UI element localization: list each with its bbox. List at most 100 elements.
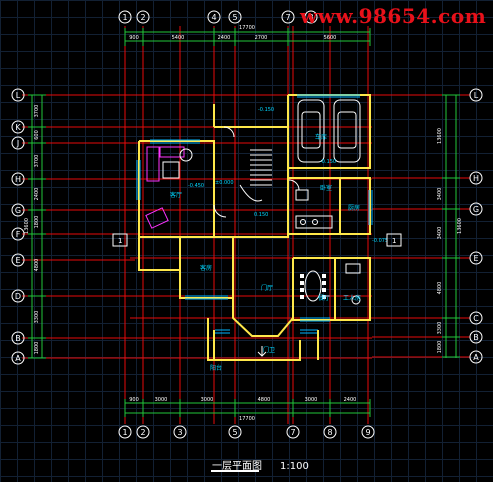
room-label: 阳台 — [210, 364, 222, 372]
dining-table-icon — [304, 270, 322, 302]
wall-living-room — [138, 140, 215, 238]
axis-bubble-right-circle — [469, 311, 483, 325]
axis-bubble-bottom-circle — [228, 425, 242, 439]
chair-icon — [300, 274, 304, 278]
dim-text-right: 1800 — [437, 341, 443, 354]
chair-icon — [300, 281, 304, 285]
axis-bubble-left-label: D — [15, 292, 21, 301]
room-label: 客房 — [200, 264, 212, 272]
axis-bubble-bottom-label: 2 — [140, 428, 145, 437]
coffee-table-icon — [162, 161, 180, 179]
drawing-scale: 1:100 — [280, 461, 309, 472]
chair-icon — [322, 281, 326, 285]
door-swing — [213, 204, 227, 218]
axis-bubble-left-label: B — [15, 334, 21, 343]
dim-text-left: 2400 — [34, 188, 40, 201]
dim-text-bottom: 4800 — [258, 397, 271, 403]
sofa-icon — [159, 146, 185, 158]
axis-bubble-top-circle — [136, 10, 150, 24]
chair-icon — [300, 288, 304, 292]
axis-bubble-bottom-label: 7 — [290, 428, 295, 437]
room-label: 工人房 — [343, 294, 361, 302]
axis-bubble-right-label: L — [474, 91, 479, 100]
dim-text-left-overall: 13600 — [24, 218, 30, 234]
room-label: 客厅 — [170, 191, 182, 199]
dim-text-right: 4800 — [437, 282, 443, 295]
section-marker-box — [112, 233, 128, 247]
axis-bubble-left-circle — [11, 88, 25, 102]
axis-bubble-right-label: A — [473, 353, 479, 362]
axis-bubble-bottom-circle — [361, 425, 375, 439]
axis-bubble-left-label: J — [16, 139, 19, 148]
section-marker: 1 — [118, 237, 122, 245]
dim-text-bottom: 900 — [129, 397, 139, 403]
dim-text-left: 1800 — [34, 342, 40, 355]
axis-bubble-top-label: 7 — [285, 13, 290, 22]
axis-bubble-left-label: K — [15, 123, 21, 132]
axis-bubble-bottom-circle — [173, 425, 187, 439]
room-label: 门卫 — [263, 346, 275, 354]
car-icon — [297, 99, 325, 163]
axis-bubble-bottom-label: 9 — [365, 428, 370, 437]
dim-text-top: 2700 — [255, 35, 268, 41]
axis-bubble-right-label: E — [473, 254, 478, 263]
dim-text-top: 5400 — [172, 35, 185, 41]
axis-bubble-top-circle — [281, 10, 295, 24]
car-roof-icon — [337, 111, 357, 149]
toilet-icon — [351, 295, 361, 305]
level-label: -0.150 — [258, 107, 274, 113]
axis-bubble-bottom-circle — [323, 425, 337, 439]
room-label: 门厅 — [261, 284, 273, 292]
axis-bubble-bottom-label: 3 — [177, 428, 182, 437]
axis-bubble-top-label: 8 — [308, 13, 313, 22]
dim-text-bottom: 3000 — [305, 397, 318, 403]
axis-bubble-bottom-label: 5 — [232, 428, 237, 437]
chair-icon — [322, 288, 326, 292]
room-label: 车库 — [315, 133, 327, 141]
room-label: 卧室 — [320, 184, 332, 192]
level-label: -0.150 — [320, 159, 336, 165]
axis-bubble-left-circle — [11, 136, 25, 150]
axis-bubble-right-circle — [469, 202, 483, 216]
wall-lower-left — [138, 237, 180, 271]
axis-bubble-top-label: 5 — [232, 13, 237, 22]
level-label: 0.150 — [254, 212, 268, 218]
axis-bubble-right-label: H — [473, 174, 479, 183]
axis-bubble-right-label: C — [473, 314, 479, 323]
stair-curve — [239, 184, 263, 202]
axis-bubble-bottom-circle — [118, 425, 132, 439]
door-swing — [288, 179, 300, 191]
axis-bubble-right-circle — [469, 251, 483, 265]
chair-icon — [322, 274, 326, 278]
axis-bubble-left-label: E — [15, 256, 20, 265]
car-icon — [333, 99, 361, 163]
dim-text-left: 600 — [34, 130, 40, 140]
axis-bubble-right-label: B — [473, 333, 479, 342]
wall-balcony-rail — [207, 318, 301, 361]
axis-bubble-left-label: L — [16, 91, 21, 100]
entry-arrow-icon — [257, 346, 267, 357]
dim-text-right-overall: 13600 — [457, 218, 463, 234]
axis-bubble-left-circle — [11, 289, 25, 303]
dim-text-top: 900 — [129, 35, 139, 41]
dim-text-right: 3400 — [437, 188, 443, 201]
axis-bubble-right-circle — [469, 330, 483, 344]
dim-text-left: 3700 — [34, 155, 40, 168]
axis-bubble-top-label: 1 — [122, 13, 127, 22]
dim-text-bottom: 3000 — [155, 397, 168, 403]
axis-bubble-top-circle — [118, 10, 132, 24]
axis-bubble-left-circle — [11, 172, 25, 186]
sink-icon — [312, 219, 318, 225]
level-label: -0.075 — [372, 238, 388, 244]
axis-bubble-top-circle — [304, 10, 318, 24]
drawing-title-text: 一层平面图 — [212, 461, 262, 472]
table-icon — [179, 148, 193, 162]
dim-text-left: 3300 — [34, 311, 40, 324]
axis-bubble-left-circle — [11, 120, 25, 134]
level-label: -0.450 — [188, 183, 204, 189]
axis-bubble-left-circle — [11, 331, 25, 345]
wall-front-bay — [232, 237, 294, 337]
axis-bubble-right-circle — [469, 350, 483, 364]
axis-bubble-right-circle — [469, 88, 483, 102]
